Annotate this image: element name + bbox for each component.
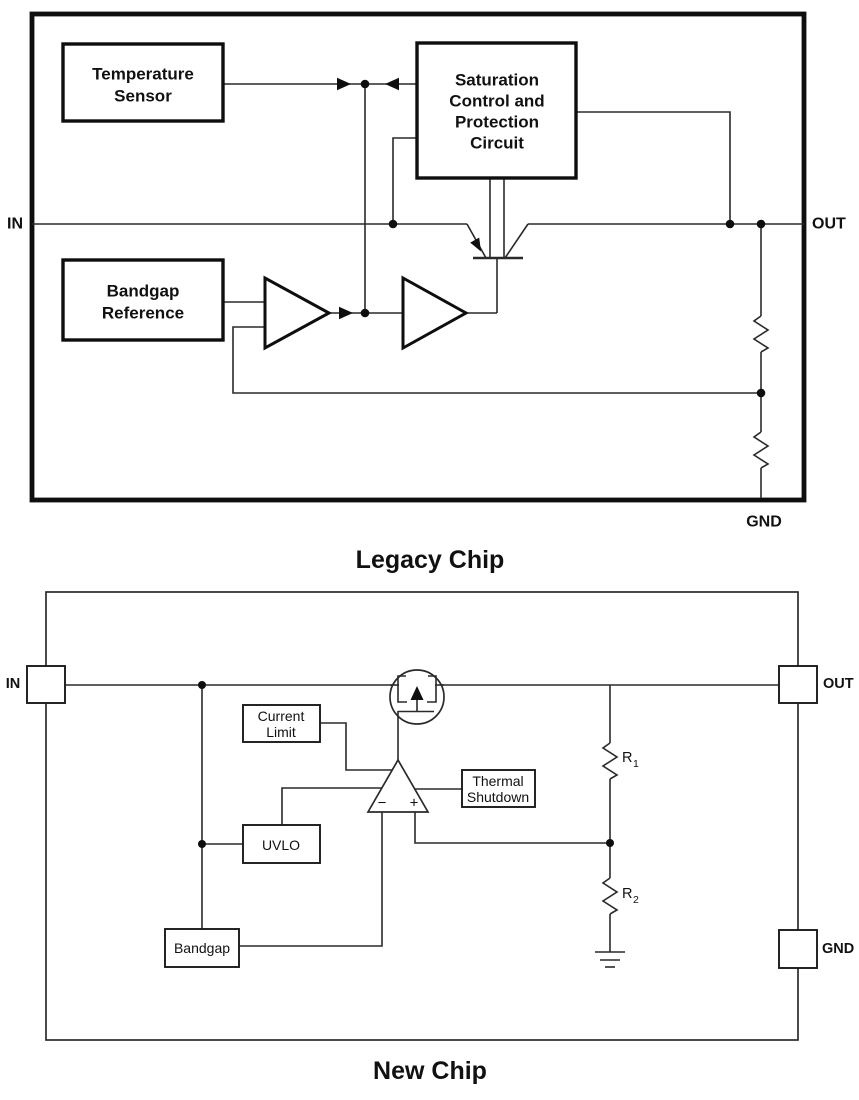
resistor-r1	[601, 742, 619, 780]
temperature-sensor-box: Temperature Sensor	[61, 42, 225, 123]
new-chip-diagram: − + Current Limit UVLO Bandgap Thermal S…	[6, 591, 854, 1085]
uvlo-box: UVLO	[242, 824, 321, 864]
mosfet-source-plate	[397, 675, 407, 703]
legacy-outer-border	[29, 11, 807, 503]
wire-current-limit-to-opamp	[320, 722, 392, 771]
mosfet-body-arrow-icon	[410, 686, 424, 700]
junction-dot	[388, 219, 398, 229]
r2-subscript: 2	[633, 894, 639, 906]
arrowhead-amp1-out-icon	[339, 306, 353, 320]
resistor-r2	[601, 877, 619, 915]
opamp-plus-label: +	[410, 795, 419, 812]
legacy-pin-out-label: OUT	[812, 216, 846, 233]
transistor-emitter-arrow-icon	[470, 237, 481, 252]
junction-dot	[360, 308, 370, 318]
legacy-chip-title: Legacy Chip	[356, 546, 505, 574]
resistor-lower	[752, 431, 770, 469]
wire-bandgap-to-minus-input	[239, 812, 383, 947]
thermal-shutdown-label-line2: Shutdown	[467, 789, 529, 805]
mosfet-drain-plate	[427, 675, 437, 703]
thermal-shutdown-box: Thermal Shutdown	[461, 769, 536, 808]
out-pad	[778, 665, 818, 704]
junction-dot	[606, 839, 614, 847]
uvlo-label: UVLO	[262, 837, 300, 853]
wire-sat-to-out	[576, 111, 731, 224]
junction-dot	[198, 840, 206, 848]
arrowhead-left-icon	[385, 77, 399, 91]
saturation-label-line2: Control and	[449, 92, 544, 111]
junction-dot	[725, 219, 735, 229]
temperature-sensor-label-line1: Temperature	[92, 65, 194, 84]
thermal-shutdown-label-line1: Thermal	[472, 773, 523, 789]
current-limit-outline	[242, 704, 321, 743]
resistor-upper	[752, 315, 770, 353]
r2-label: R	[622, 886, 632, 902]
new-pin-out-label: OUT	[823, 676, 854, 692]
bandgap-reference-label-line2: Reference	[102, 304, 184, 323]
wire-uvlo-to-opamp	[281, 787, 382, 825]
error-opamp: − +	[366, 758, 430, 813]
bandgap-reference-outline	[61, 258, 225, 342]
legacy-chip-diagram: Temperature Sensor Saturation Control an…	[7, 11, 846, 574]
uvlo-outline	[242, 824, 321, 864]
junction-dot	[360, 79, 370, 89]
bandgap-box: Bandgap	[164, 928, 240, 968]
arrowhead-right-icon	[337, 77, 351, 91]
bandgap-reference-box: Bandgap Reference	[61, 258, 225, 342]
bandgap-outline	[164, 928, 240, 968]
error-amplifier-2	[401, 275, 470, 351]
saturation-label-line4: Circuit	[470, 134, 524, 153]
pass-mosfet	[389, 669, 445, 760]
opamp-minus-label: −	[378, 795, 387, 812]
saturation-control-box: Saturation Control and Protection Circui…	[415, 41, 578, 180]
wire-sat-to-in-rail	[392, 137, 417, 224]
saturation-label-line1: Saturation	[455, 71, 539, 90]
wire-feedback-to-plus-input	[414, 812, 610, 844]
wire-feedback	[232, 326, 761, 394]
error-amplifier-1	[263, 275, 333, 351]
opamp-triangle	[366, 758, 430, 813]
saturation-control-outline	[415, 41, 578, 180]
new-pin-in-label: IN	[6, 676, 21, 692]
pass-transistor	[466, 223, 529, 260]
junction-dot	[198, 681, 206, 689]
bandgap-reference-label-line1: Bandgap	[107, 282, 180, 301]
thermal-shutdown-outline	[461, 769, 536, 808]
transistor-collector	[504, 223, 529, 259]
r1-subscript: 1	[633, 758, 639, 770]
r1-label: R	[622, 750, 632, 766]
current-limit-label-line2: Limit	[266, 724, 296, 740]
temperature-sensor-outline	[61, 42, 225, 123]
new-pin-gnd-label: GND	[822, 941, 854, 957]
bandgap-label: Bandgap	[174, 940, 230, 956]
junction-dot	[756, 388, 766, 398]
legacy-pin-in-label: IN	[7, 216, 23, 233]
legacy-pin-gnd-label: GND	[746, 514, 782, 531]
saturation-label-line3: Protection	[455, 113, 539, 132]
junction-dot	[756, 219, 766, 229]
in-pad	[26, 665, 66, 704]
gnd-pad	[778, 929, 818, 969]
temperature-sensor-label-line2: Sensor	[114, 87, 172, 106]
new-chip-outer-border	[45, 591, 799, 1041]
current-limit-label-line1: Current	[258, 708, 305, 724]
current-limit-box: Current Limit	[242, 704, 321, 743]
new-chip-title: New Chip	[373, 1057, 487, 1085]
ground-symbol-icon	[595, 951, 625, 968]
